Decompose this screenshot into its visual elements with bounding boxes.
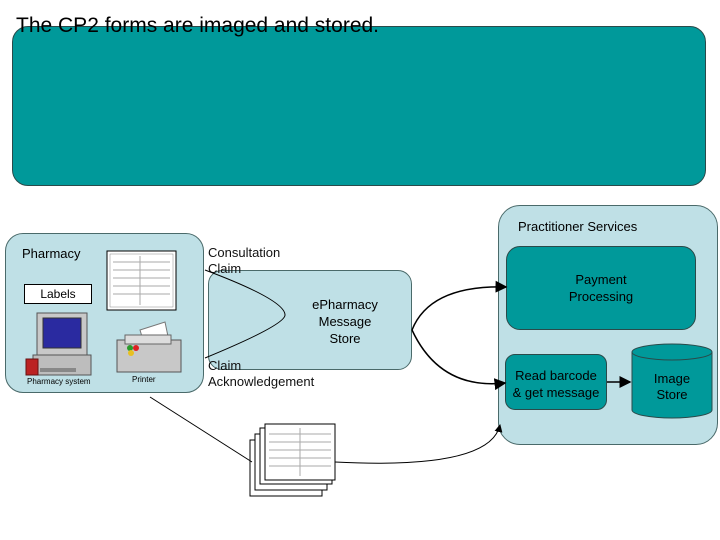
printer-to-forms-line: [149, 396, 253, 463]
epharmacy-store-box: [208, 270, 412, 370]
image-store-line-2: Store: [656, 387, 687, 402]
image-store-line-1: Image: [654, 371, 690, 386]
consultation-claim-label: Consultation Claim: [208, 245, 280, 277]
banner-title: The CP2 forms are imaged and stored.: [16, 14, 380, 37]
read-barcode-line-2: & get message: [512, 385, 600, 400]
epharmacy-line-1: ePharmacy: [312, 297, 378, 312]
computer-icon: [25, 312, 92, 376]
epharmacy-to-payment-arrow: [411, 280, 508, 331]
consultation-line-2: Claim: [208, 261, 242, 276]
claim-ack-line-1: Claim: [208, 358, 242, 373]
forms-to-readbarcode-arrow: [334, 424, 503, 464]
paper-forms-stack-icon: [249, 423, 336, 497]
banner-box: [12, 26, 706, 186]
epharmacy-line-3: Store: [329, 331, 361, 346]
consultation-line-1: Consultation: [208, 245, 281, 260]
printer-icon: [116, 321, 182, 373]
epharmacy-line-2: Message: [318, 314, 372, 329]
payment-processing-box: [506, 246, 696, 330]
labels-box: Labels: [24, 284, 92, 304]
pharmacy-system-caption: Pharmacy system: [27, 377, 91, 386]
read-barcode-line-1: Read barcode: [515, 368, 597, 383]
epharmacy-store-label: ePharmacy Message Store: [300, 296, 390, 347]
payment-processing-line-1: Payment: [575, 272, 627, 287]
printer-caption: Printer: [132, 375, 156, 384]
read-barcode-label: Read barcode & get message: [505, 367, 607, 401]
claim-ack-label: Claim Acknowledgement: [208, 358, 314, 390]
epharmacy-to-readbarcode-arrow: [411, 329, 507, 391]
cp2-form-icon: [106, 250, 177, 311]
claim-ack-line-2: Acknowledgement: [208, 374, 315, 389]
claim-bracket-line: [204, 269, 286, 359]
pharmacy-label: Pharmacy: [22, 246, 81, 261]
image-store-cylinder: [631, 343, 713, 419]
practitioner-services-label: Practitioner Services: [518, 219, 638, 234]
payment-processing-label: Payment Processing: [506, 271, 696, 305]
payment-processing-line-2: Processing: [568, 289, 634, 304]
read-barcode-box: [505, 354, 607, 410]
